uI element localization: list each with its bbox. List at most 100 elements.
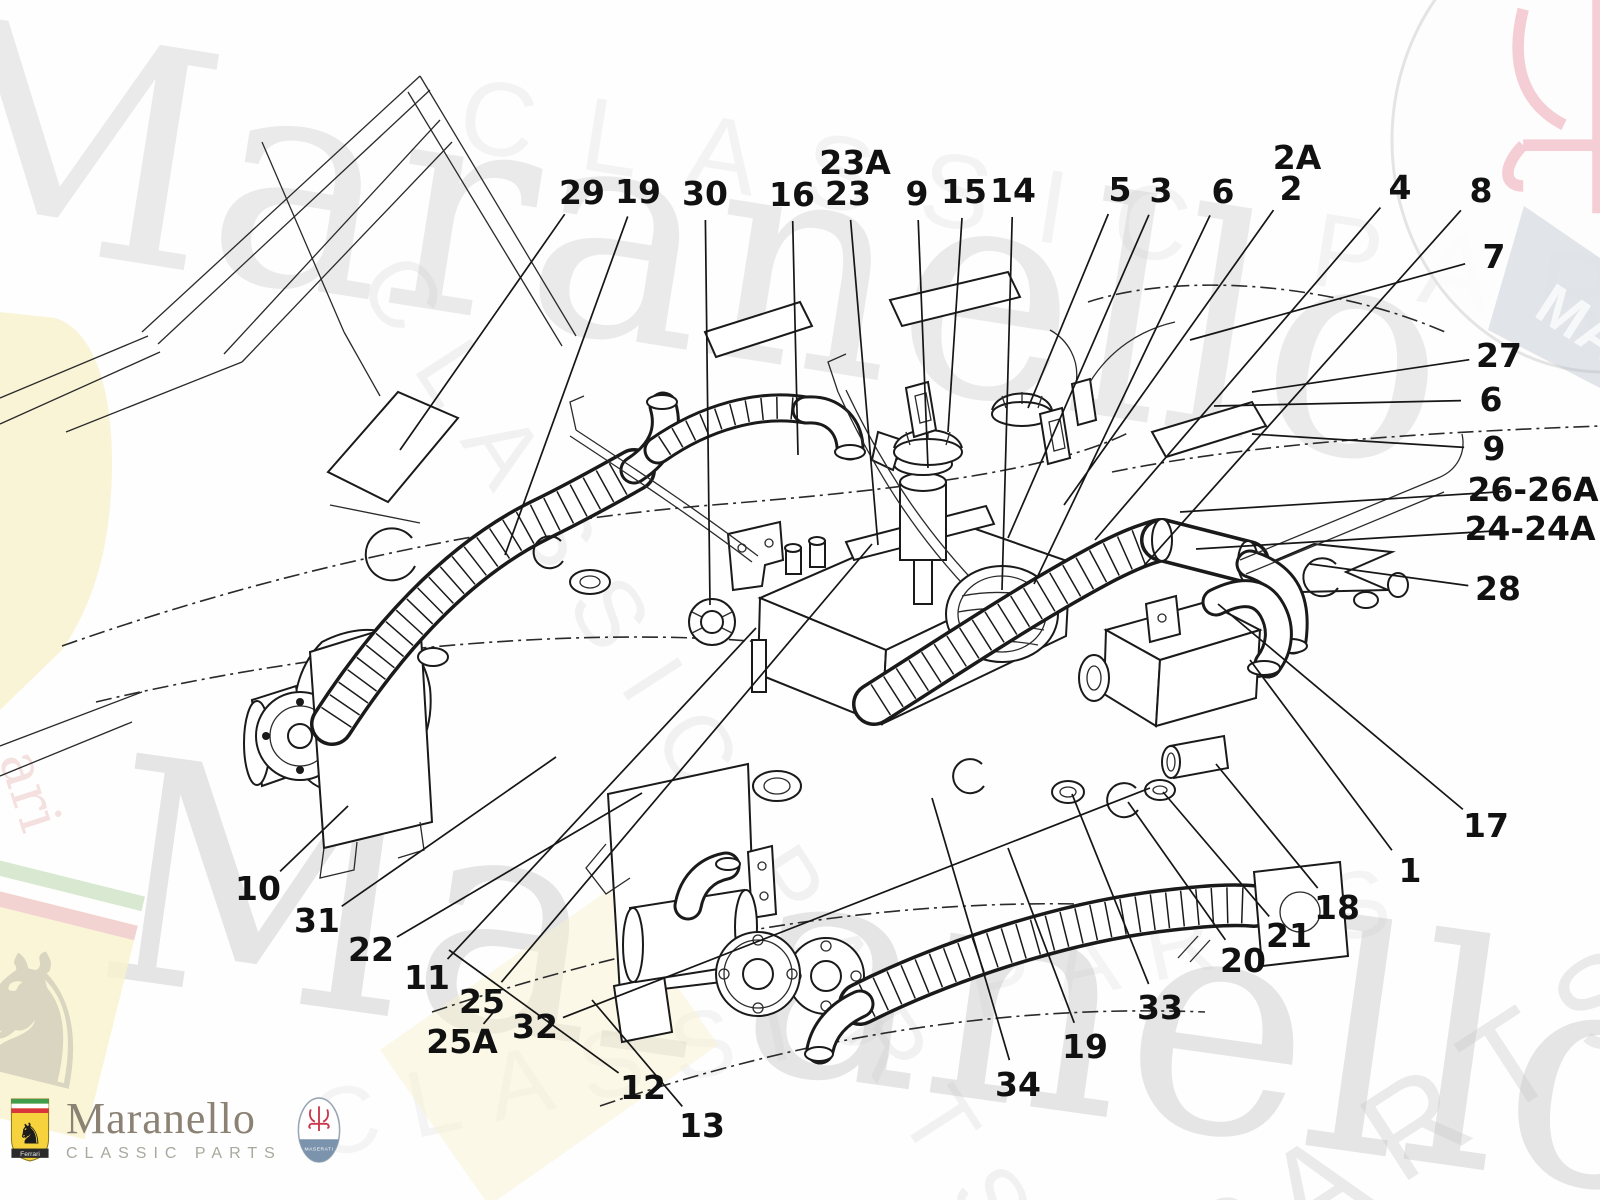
callout-25A: 25A: [426, 1007, 498, 1061]
callout-33: 33: [1071, 793, 1183, 1027]
callout-5: 5: [1027, 170, 1132, 409]
vent-strip-left: [703, 300, 814, 359]
bottom-blower-assembly: [622, 851, 865, 1017]
callout-6: 6: [1213, 380, 1503, 419]
svg-text:7: 7: [1483, 237, 1506, 276]
svg-text:29: 29: [559, 173, 605, 212]
callout-34: 34: [931, 797, 1041, 1104]
svg-text:16: 16: [769, 175, 815, 214]
svg-text:6: 6: [1212, 172, 1235, 211]
maranello-wordmark: Maranello: [66, 1094, 256, 1143]
callout-1: 1: [1249, 659, 1422, 890]
mounting-bracket: [726, 520, 826, 592]
callout-30: 30: [682, 174, 728, 606]
svg-text:2: 2: [1280, 169, 1303, 208]
callout-4: 4: [1094, 168, 1412, 541]
svg-text:11: 11: [404, 958, 450, 997]
svg-text:4: 4: [1389, 168, 1412, 207]
parts-artwork: [243, 270, 1464, 1065]
maserati-oval-logo: MASERATI: [297, 1097, 341, 1163]
callout-15: 15: [941, 172, 987, 433]
svg-text:17: 17: [1463, 806, 1509, 845]
maserati-badge-watermark-top-right: MA: [1390, 0, 1600, 388]
svg-text:19: 19: [1062, 1027, 1108, 1066]
svg-text:34: 34: [995, 1065, 1041, 1104]
svg-text:6: 6: [1480, 380, 1503, 419]
svg-text:20: 20: [1220, 941, 1266, 980]
callout-16: 16: [769, 175, 815, 456]
callout-21: 21: [1162, 791, 1312, 955]
callout-7: 7: [1189, 237, 1506, 341]
svg-text:18: 18: [1314, 888, 1360, 927]
svg-text:33: 33: [1137, 988, 1183, 1027]
svg-text:14: 14: [990, 171, 1036, 210]
svg-text:21: 21: [1266, 916, 1312, 955]
svg-text:25: 25: [459, 982, 505, 1021]
callout-13: 13: [591, 999, 725, 1145]
car-body-outline: [0, 75, 1211, 963]
svg-text:19: 19: [615, 172, 661, 211]
callout-9: 9: [906, 174, 929, 469]
callout-32: 32: [512, 787, 1151, 1046]
svg-text:5: 5: [1109, 170, 1132, 209]
hose-clamps-and-rings: [364, 527, 1409, 819]
callout-25: 25: [459, 543, 873, 1021]
callout-20: 20: [1127, 801, 1266, 980]
ferrari-badge-label: Ferrari: [20, 1151, 40, 1158]
callout-12: 12: [448, 949, 666, 1107]
callout-6: 6: [1033, 172, 1235, 585]
callout-2A: 2A: [1273, 138, 1322, 177]
svg-text:15: 15: [941, 172, 987, 211]
hanger-straps: [904, 321, 1176, 466]
svg-text:30: 30: [682, 174, 728, 213]
svg-text:27: 27: [1476, 336, 1522, 375]
long-duct-pipes: [1239, 433, 1464, 575]
prancing-horse-icon: ♞: [17, 1118, 43, 1150]
callout-27: 27: [1251, 336, 1522, 393]
left-corrugated-hose: [310, 391, 680, 746]
svg-text:23: 23: [825, 174, 871, 213]
callout-26-26A: 26-26A: [1179, 470, 1599, 513]
callout-9: 9: [1251, 429, 1505, 468]
ferrari-shield-logo: ♞ Ferrari: [10, 1098, 50, 1162]
callout-23A: 23A: [819, 143, 891, 182]
svg-text:13: 13: [679, 1106, 725, 1145]
right-heater-box: [1078, 579, 1293, 780]
maserati-badge-label: MASERATI: [304, 1147, 333, 1153]
callout-24-24A: 24-24A: [1195, 509, 1596, 550]
svg-text:9: 9: [906, 174, 929, 213]
svg-text:ari: ari: [0, 742, 75, 840]
svg-text:2A: 2A: [1273, 138, 1322, 177]
callout-14: 14: [990, 171, 1036, 591]
hose-ribs: [320, 462, 628, 728]
svg-text:28: 28: [1475, 569, 1521, 608]
callout-3: 3: [1007, 171, 1172, 539]
svg-text:26-26A: 26-26A: [1467, 470, 1599, 509]
door-vent-grille: [326, 390, 460, 504]
callout-19: 19: [1007, 847, 1108, 1066]
callout-22: 22: [348, 792, 643, 969]
upper-defroster-hose: [643, 393, 866, 465]
svg-text:24-24A: 24-24A: [1464, 509, 1596, 548]
svg-text:31: 31: [294, 901, 340, 940]
svg-text:32: 32: [512, 1007, 558, 1046]
vent-grille-right: [1150, 400, 1268, 459]
callout-28: 28: [1309, 563, 1521, 608]
callout-17: 17: [1217, 603, 1509, 845]
classic-parts-tagline: CLASSIC PARTS: [66, 1145, 282, 1162]
trident-icon: [308, 1106, 330, 1132]
bottom-corrugated-hose: [804, 860, 1350, 1065]
svg-text:10: 10: [235, 869, 281, 908]
svg-text:25A: 25A: [426, 1022, 498, 1061]
callout-10: 10: [235, 805, 349, 908]
right-corrugated-hose: [852, 518, 1309, 726]
round-vent-bezel: [688, 598, 736, 646]
ferrari-shield-watermark-bottom-left: ♞: [0, 856, 146, 1140]
svg-text:8: 8: [1470, 171, 1493, 210]
svg-text:22: 22: [348, 930, 394, 969]
callout-18: 18: [1215, 763, 1360, 927]
svg-text:1: 1: [1399, 851, 1422, 890]
callout-19: 19: [504, 172, 661, 556]
